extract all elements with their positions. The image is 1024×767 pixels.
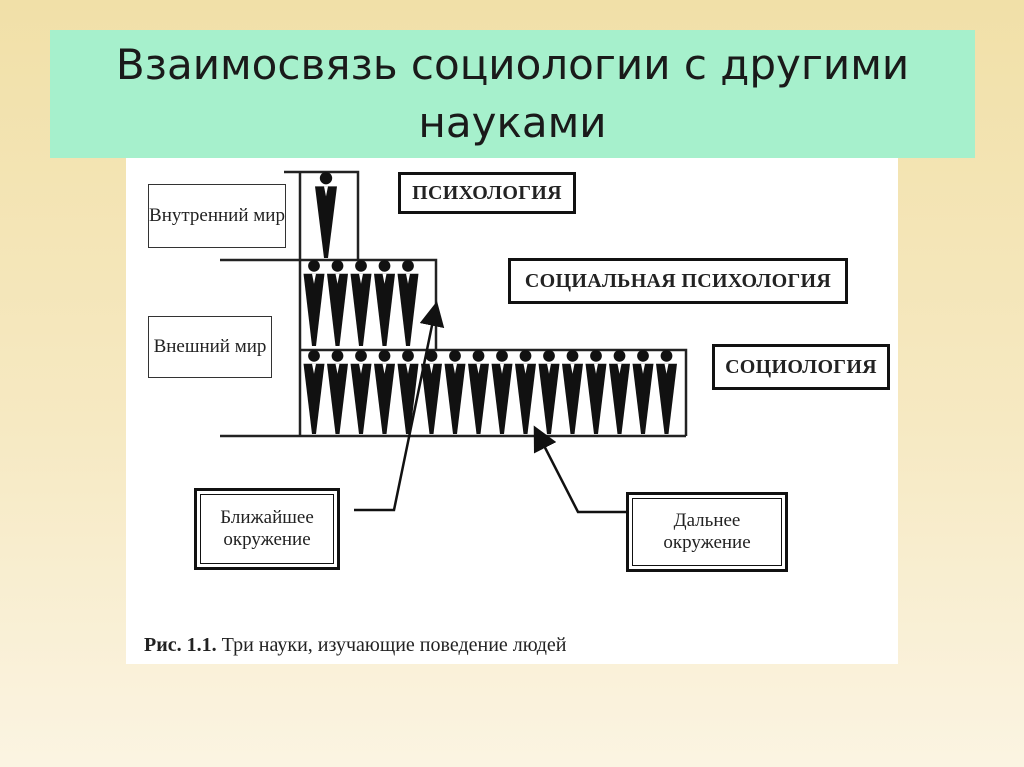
caption-number: Рис. 1.1. bbox=[144, 634, 217, 656]
figure-caption: Рис. 1.1. Три науки, изучающие поведение… bbox=[144, 634, 566, 657]
person-figure bbox=[397, 350, 419, 434]
social-psychology-label: СОЦИАЛЬНАЯ ПСИХОЛОГИЯ bbox=[508, 258, 848, 304]
person-figure bbox=[397, 260, 419, 346]
outer-world-label: Внешний мир bbox=[148, 316, 272, 378]
near-environment-label: Ближайшее окружение bbox=[194, 488, 340, 570]
diagram-figure: Внутренний мир Внешний мир ПСИХОЛОГИЯ СО… bbox=[126, 158, 898, 664]
psychology-label: ПСИХОЛОГИЯ bbox=[398, 172, 576, 214]
arrow-near-environment bbox=[354, 301, 445, 512]
caption-text: Три науки, изучающие поведение людей bbox=[221, 634, 567, 656]
person-figure bbox=[327, 350, 348, 434]
person-figure bbox=[303, 260, 325, 346]
sociology-label: СОЦИОЛОГИЯ bbox=[712, 344, 890, 390]
person-figure bbox=[656, 350, 677, 434]
far-environment-label: Дальнее окружение bbox=[626, 492, 788, 572]
person-figure bbox=[468, 350, 489, 434]
person-figure bbox=[374, 350, 395, 434]
people-figures bbox=[303, 172, 677, 434]
person-figure bbox=[444, 350, 466, 434]
person-figure bbox=[350, 350, 372, 434]
person-figure bbox=[350, 260, 372, 346]
arrow-far-environment bbox=[533, 425, 626, 514]
person-figure bbox=[585, 350, 607, 434]
inner-world-label: Внутренний мир bbox=[148, 184, 286, 248]
person-figure bbox=[315, 172, 337, 258]
person-figure bbox=[515, 350, 536, 434]
person-figure bbox=[421, 350, 442, 434]
person-figure bbox=[562, 350, 583, 434]
person-figure bbox=[303, 350, 325, 434]
slide-title: Взаимосвязь социологии с другими науками bbox=[50, 30, 975, 158]
person-figure bbox=[609, 350, 630, 434]
person-figure bbox=[491, 350, 513, 434]
person-figure bbox=[538, 350, 560, 434]
arrows bbox=[354, 301, 626, 514]
person-figure bbox=[632, 350, 654, 434]
diagram-canvas bbox=[220, 170, 688, 514]
person-figure bbox=[327, 260, 348, 346]
person-figure bbox=[374, 260, 395, 346]
